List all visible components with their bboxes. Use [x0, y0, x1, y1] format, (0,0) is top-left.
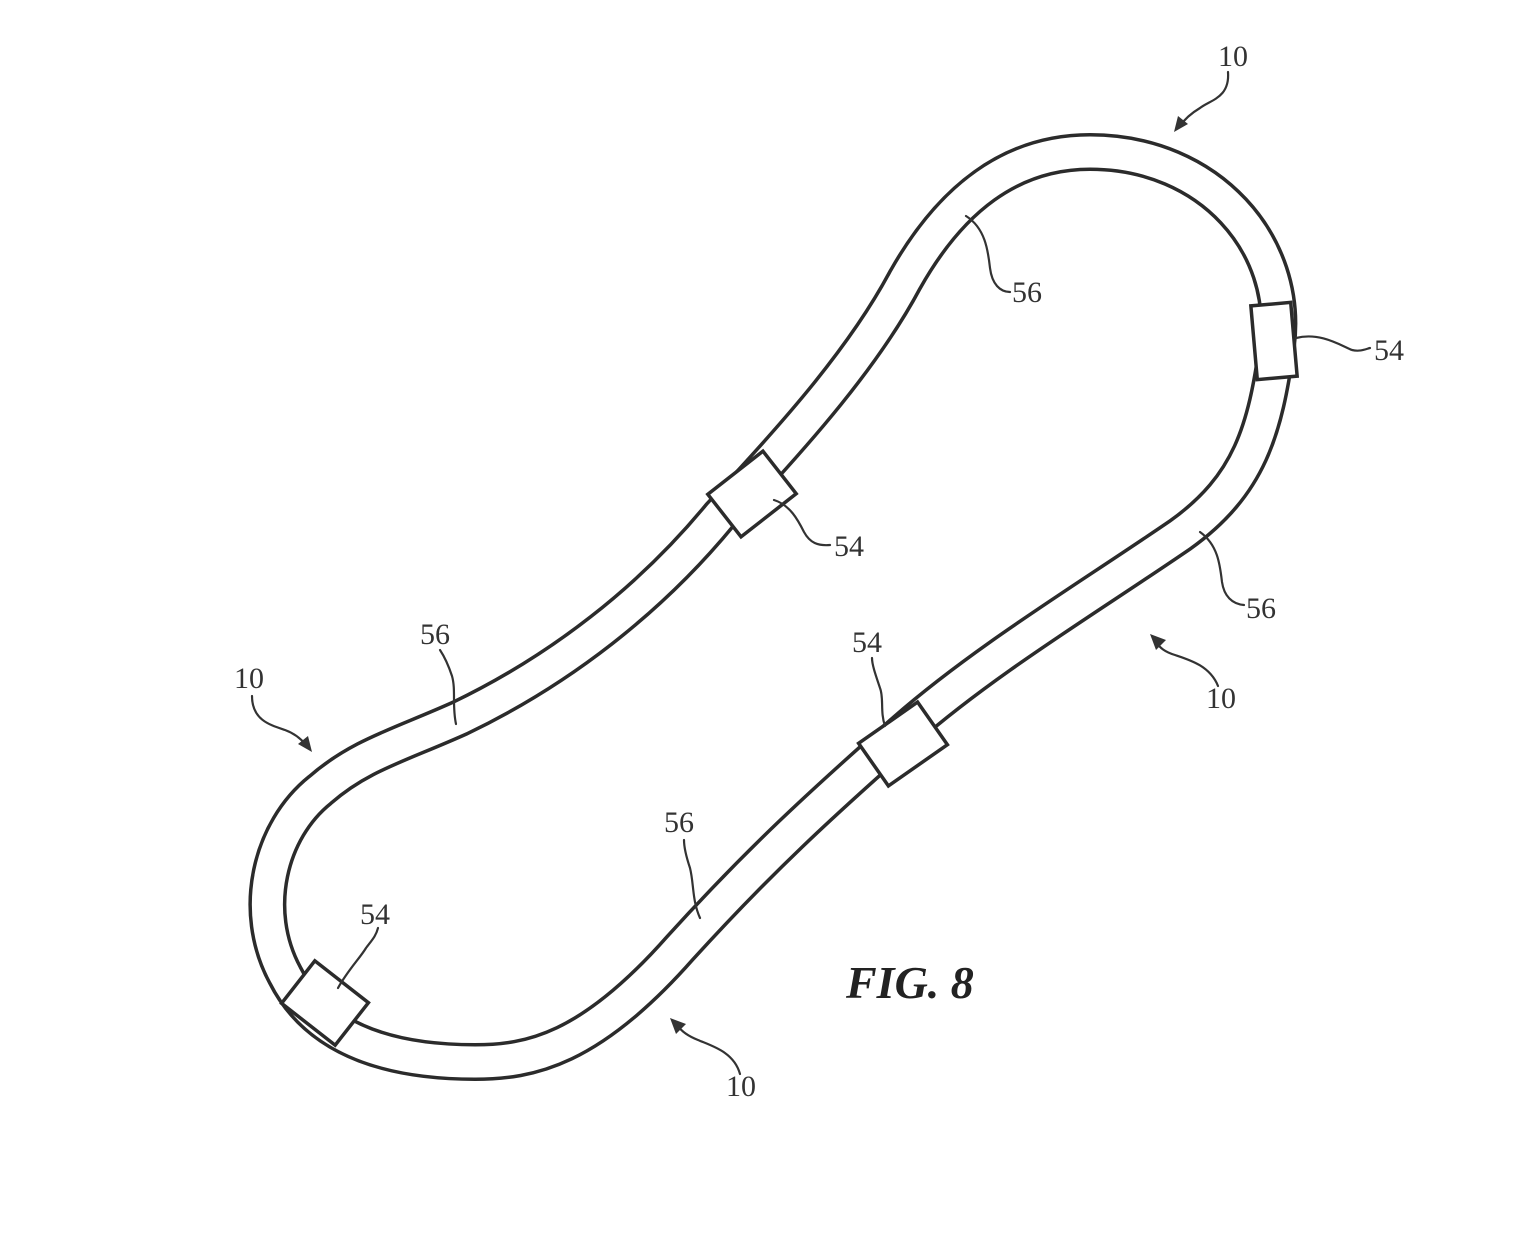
- band-inner-fill: [251, 136, 1294, 1078]
- leader-56-left: [438, 648, 458, 726]
- label-56-left: 56: [420, 618, 450, 651]
- label-10-top: 10: [1218, 40, 1248, 73]
- arrow-10-bottom: [670, 1018, 742, 1076]
- connector-top-right: [1248, 300, 1300, 382]
- band-outer-outline: [248, 133, 1298, 1081]
- label-54-lower-middle: 54: [852, 626, 882, 659]
- leader-54-lower-middle: [870, 656, 887, 728]
- band-loop: [248, 133, 1298, 1081]
- arrow-10-top: [1174, 70, 1230, 132]
- leader-56-bottom: [682, 838, 702, 920]
- label-10-bottom: 10: [726, 1070, 756, 1103]
- label-56-top: 56: [1012, 276, 1042, 309]
- connector-lower-middle: [856, 699, 950, 789]
- arrow-10-left: [250, 694, 312, 752]
- label-54-top-right: 54: [1374, 334, 1404, 367]
- label-56-bottom: 56: [664, 806, 694, 839]
- figure-caption: FIG. 8: [845, 957, 974, 1008]
- leader-54-top-right: [1294, 335, 1372, 352]
- arrow-10-right: [1150, 634, 1220, 688]
- label-54-upper-middle: 54: [834, 530, 864, 563]
- label-10-left: 10: [234, 662, 264, 695]
- label-10-right: 10: [1206, 682, 1236, 715]
- label-56-right: 56: [1246, 592, 1276, 625]
- connector-upper-middle: [705, 448, 799, 540]
- leader-56-top: [964, 214, 1012, 294]
- label-54-bottom-left: 54: [360, 898, 390, 931]
- leader-54-bottom-left: [336, 926, 380, 990]
- leader-54-upper-middle: [772, 498, 832, 547]
- leader-56-right: [1198, 530, 1246, 607]
